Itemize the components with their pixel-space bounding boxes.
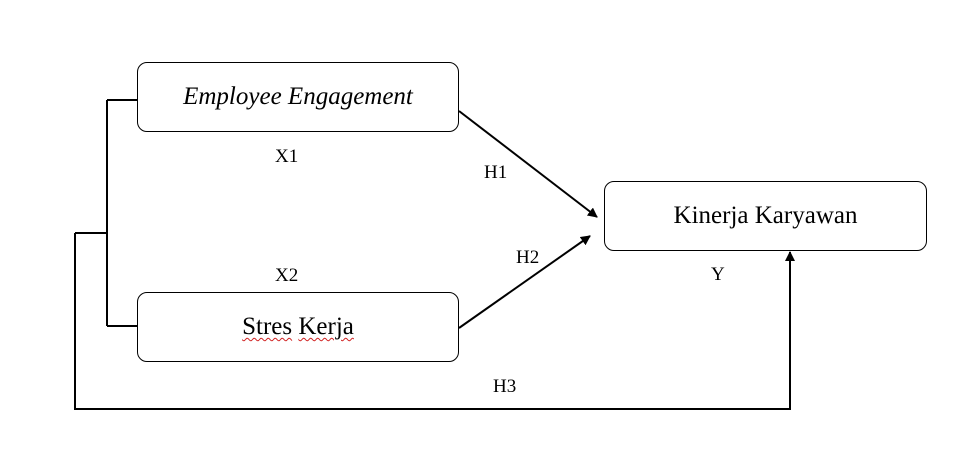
x2-stres-kerja-box: Stres Kerja [137,292,459,362]
x1-label: Employee Engagement [183,83,413,110]
x2-label-word-1: Stres [242,313,293,340]
h2-label: H2 [516,247,540,268]
h1-arrow [458,110,598,218]
h2-arrow [458,235,591,329]
x2-label: Stres Kerja [242,313,354,341]
h3-path [74,233,795,410]
y-label: Kinerja Karyawan [673,202,858,229]
h3-label: H3 [493,376,517,397]
x2-label-word-2: Kerja [298,313,354,340]
y-kinerja-karyawan-box: Kinerja Karyawan [604,181,927,251]
x1-code-label: X1 [275,146,299,167]
h1-label: H1 [484,162,508,183]
y-code-label: Y [711,264,725,285]
x2-code-label: X2 [275,265,299,286]
x1-employee-engagement-box: Employee Engagement [137,62,459,132]
